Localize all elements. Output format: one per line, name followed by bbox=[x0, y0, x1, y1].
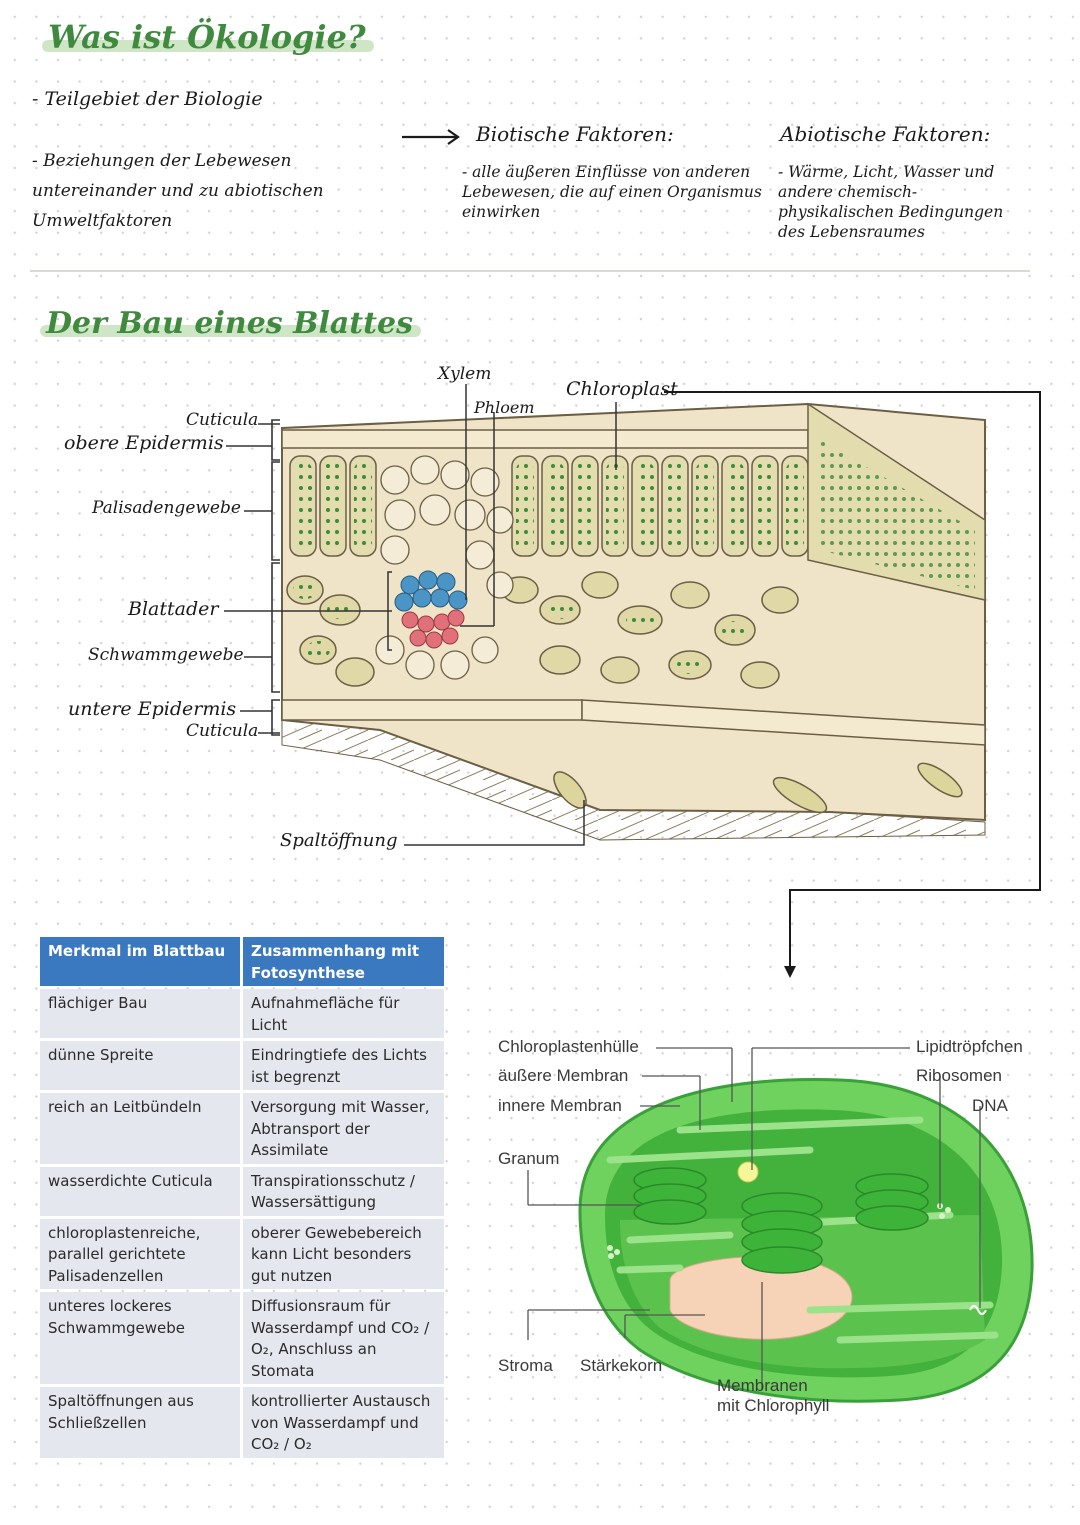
table-cell: dünne Spreite bbox=[40, 1041, 243, 1090]
table-cell: Aufnahmefläche für Licht bbox=[243, 989, 444, 1038]
table-header-relation: Zusammenhang mit Fotosynthese bbox=[243, 937, 444, 986]
table-cell: oberer Gewebebereich kann Licht besonder… bbox=[243, 1218, 444, 1289]
table-cell: unteres lockeres Schwammgewebe bbox=[40, 1292, 243, 1384]
table-row: chloroplastenreiche, parallel gerichtete… bbox=[40, 1218, 444, 1289]
label-membranes-1: Membranen bbox=[717, 1376, 808, 1395]
label-outer-membrane: äußere Membran bbox=[498, 1066, 629, 1085]
table-cell: Transpirationsschutz / Wassersättigung bbox=[243, 1166, 444, 1216]
leaf-cross-section-diagram bbox=[224, 384, 986, 846]
section-divider bbox=[30, 270, 1030, 272]
biotic-heading: Biotische Faktoren: bbox=[476, 122, 674, 146]
abiotic-text: - Wärme, Licht, Wasser und andere chemis… bbox=[778, 163, 1004, 241]
table-cell: reich an Leitbündeln bbox=[40, 1093, 243, 1164]
label-spongy: Schwammgewebe bbox=[88, 645, 244, 665]
label-granum: Granum bbox=[498, 1149, 560, 1168]
leaf-trait-table: Merkmal im Blattbau Zusammenhang mit Fot… bbox=[40, 934, 444, 1461]
label-cuticula-top: Cuticula bbox=[186, 410, 259, 430]
biotic-text: - alle äußeren Einflüsse von anderen Leb… bbox=[462, 163, 762, 221]
label-ribosomes: Ribosomen bbox=[916, 1066, 1002, 1085]
section-title-leaf: Der Bau eines Blattes bbox=[40, 306, 422, 341]
label-upper-epidermis: obere Epidermis bbox=[64, 432, 224, 454]
label-dna: DNA bbox=[972, 1096, 1008, 1115]
label-chloroplast: Chloroplast bbox=[566, 378, 678, 400]
page-title: Was ist Ökologie? bbox=[42, 18, 374, 56]
table-cell: Spaltöffnungen aus Schließzellen bbox=[40, 1387, 243, 1458]
chloroplast-diagram bbox=[527, 1047, 1034, 1403]
label-envelope: Chloroplastenhülle bbox=[498, 1037, 639, 1056]
table-cell: wasserdichte Cuticula bbox=[40, 1166, 243, 1216]
intro-line-2: - Beziehungen der Lebewesen untereinande… bbox=[32, 151, 324, 231]
table-header-row: Merkmal im Blattbau Zusammenhang mit Fot… bbox=[40, 937, 444, 986]
label-lower-epidermis: untere Epidermis bbox=[68, 698, 237, 720]
table-cell: Eindringtiefe des Lichts ist begrenzt bbox=[243, 1041, 444, 1090]
chloroplast-pointer-arrow bbox=[664, 391, 1041, 978]
label-phloem: Phloem bbox=[474, 398, 535, 417]
label-stoma: Spaltöffnung bbox=[280, 830, 398, 851]
table-cell: Diffusionsraum für Wasserdampf und CO₂ /… bbox=[243, 1292, 444, 1384]
label-palisade: Palisadengewebe bbox=[92, 498, 241, 518]
label-stroma: Stroma bbox=[498, 1356, 553, 1375]
label-inner-membrane: innere Membran bbox=[498, 1096, 622, 1115]
label-lipid: Lipidtröpfchen bbox=[916, 1037, 1023, 1056]
table-cell: kontrollierter Austausch von Wasserdampf… bbox=[243, 1387, 444, 1458]
label-starch: Stärkekorn bbox=[580, 1356, 663, 1375]
label-membranes-2: mit Chlorophyll bbox=[717, 1396, 830, 1415]
right-arrow-icon bbox=[402, 129, 460, 145]
table-cell: Versorgung mit Wasser, Abtransport der A… bbox=[243, 1093, 444, 1164]
intro-line-1: - Teilgebiet der Biologie bbox=[32, 88, 263, 110]
label-vein: Blattader bbox=[128, 598, 219, 620]
abiotic-heading: Abiotische Faktoren: bbox=[780, 122, 991, 146]
label-xylem: Xylem bbox=[438, 364, 492, 384]
table-cell: flächiger Bau bbox=[40, 989, 243, 1038]
label-cuticula-bottom: Cuticula bbox=[186, 721, 259, 741]
table-cell: chloroplastenreiche, parallel gerichtete… bbox=[40, 1218, 243, 1289]
table-header-trait: Merkmal im Blattbau bbox=[40, 937, 243, 986]
